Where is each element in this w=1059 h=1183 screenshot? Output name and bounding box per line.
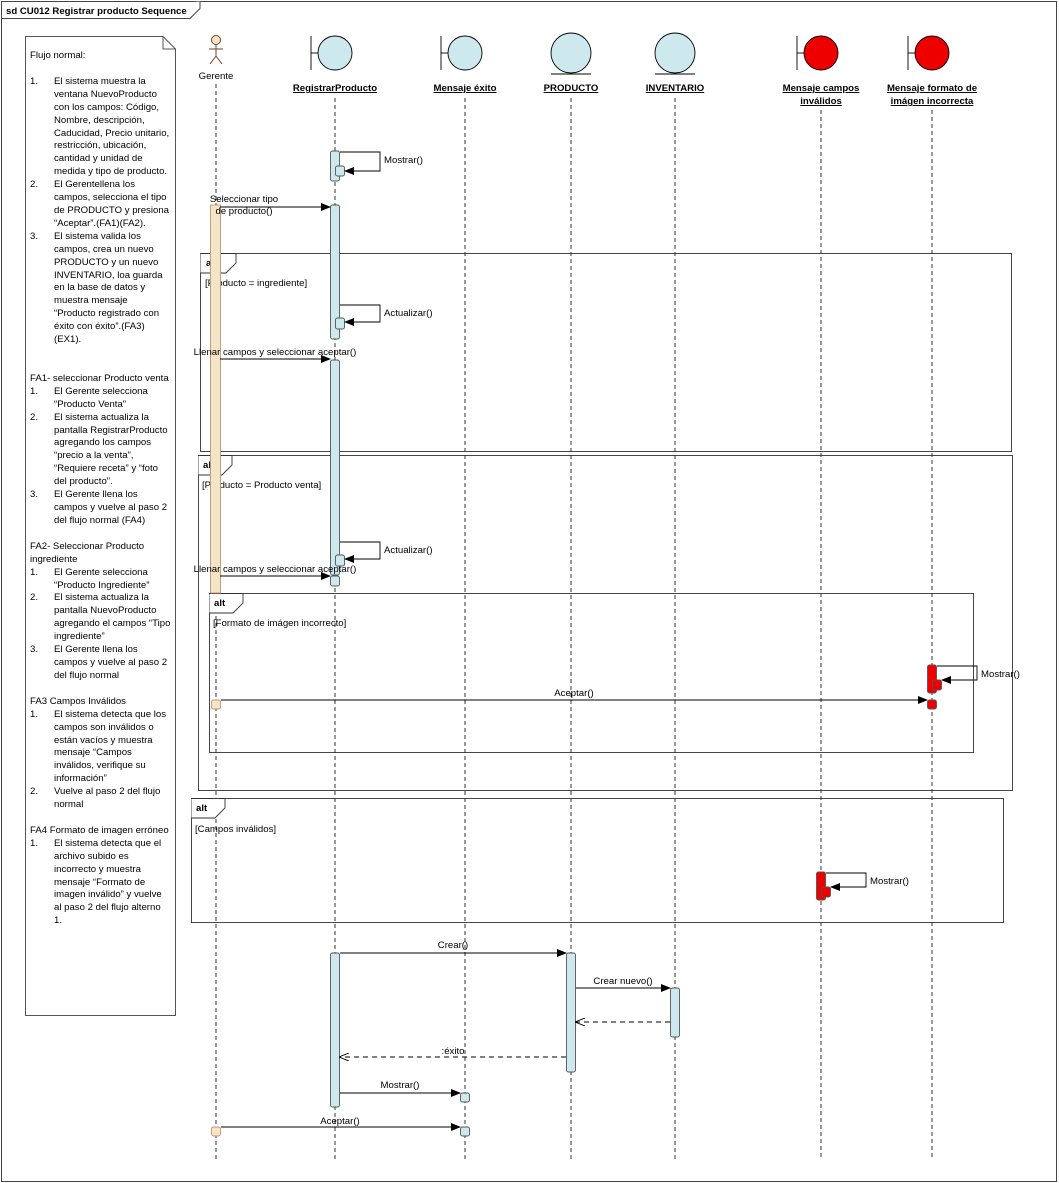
message-m10-label: Crear() [438, 940, 468, 951]
note-section-title: FA1- seleccionar Producto venta [30, 372, 169, 384]
note-step: 3.El sistema valida los campos, crea un … [30, 230, 163, 346]
activation-registrar-3 [330, 359, 340, 576]
campos-boundary-icon [796, 35, 839, 71]
message-m9-line [826, 872, 867, 891]
note-section-title: Flujo normal: [30, 50, 86, 61]
note-section-normal: Flujo normal: 1.El sistema muestra la ve… [30, 50, 171, 347]
lifeline-label-formato-2: imágen incorrecta [891, 96, 974, 107]
activation-exito-2 [460, 1126, 470, 1137]
message-m5-line [340, 541, 381, 563]
note-step: 3.El Gerente llena los campos y vuelve a… [30, 489, 168, 526]
fragment-alt3-guard: [Formato de imágen incorrecto] [213, 618, 346, 629]
message-m9-label: Mostrar() [870, 876, 909, 887]
frame-tab [1, 1, 201, 19]
lifeline-label-gerente: Gerente [199, 71, 234, 82]
activation-inventario-1 [670, 987, 680, 1038]
note-step: 2.Vuelve al paso 2 del flujo normal [30, 786, 161, 811]
fragment-alt4-tab [191, 798, 226, 819]
message-m15-label: Aceptar() [320, 1116, 359, 1127]
activation-producto-1 [566, 952, 576, 1073]
message-m1-label: Mostrar() [384, 155, 423, 166]
note-box [25, 36, 176, 1016]
fragment-alt3-operator: alt [214, 598, 226, 609]
activation-gerente-3 [211, 1126, 221, 1137]
note-step: 1.El sistema detecta que el archivo subi… [30, 837, 162, 927]
note-section-title: FA3 Campos Inválidos [30, 695, 126, 707]
fragment-alt2-guard: [Producto = Producto venta] [202, 480, 321, 491]
activation-gerente-2 [211, 699, 221, 710]
exito-boundary-icon [440, 35, 483, 71]
note-step: 1.El sistema muestra la ventana NuevoPro… [30, 75, 170, 178]
note-section-title: FA2- Seleccionar Producto ingrediente [30, 540, 145, 565]
fragment-alt1-guard: [Producto = ingrediente] [205, 278, 307, 289]
note-step: 3.El Gerente llena los campos y vuelve a… [30, 644, 168, 681]
activation-registrar-1b [335, 165, 345, 177]
message-m3-label: Actualizar() [384, 308, 433, 319]
fragment-alt3-tab [209, 593, 244, 614]
lifeline-label-campos-1: Mensaje campos [783, 83, 860, 94]
message-m5-label: Actualizar() [384, 545, 433, 556]
fragment-alt3 [209, 593, 974, 753]
activation-registrar-2 [330, 204, 340, 340]
activation-registrar-4 [330, 575, 340, 587]
fragment-alt2 [198, 455, 1013, 791]
activation-registrar-2b [335, 317, 345, 330]
message-m8-label: Aceptar() [554, 688, 593, 699]
note-section-fa3: FA3 Campos Inválidos 1.El sistema detect… [30, 696, 171, 812]
fragment-alt4-guard: [Campos inválidos] [195, 824, 276, 835]
note-section-fa1: FA1- seleccionar Producto venta 1.El Ger… [30, 373, 171, 528]
message-m1-line [340, 151, 381, 175]
note-section-fa4: FA4 Formato de imagen erróneo 1.El siste… [30, 825, 171, 928]
note-section-fa2: FA2- Seleccionar Producto ingrediente 1.… [30, 541, 171, 683]
message-m6-label: Llenar campos y seleccionar aceptar() [194, 564, 357, 575]
note-step: 2.El sistema actualiza la pantalla Regis… [30, 411, 168, 488]
frame-title: sd CU012 Registrar producto Sequence [6, 6, 187, 17]
message-m11-label: Crear nuevo() [593, 976, 652, 987]
activation-exito-1 [460, 1092, 470, 1103]
note-text: Flujo normal: 1.El sistema muestra la ve… [25, 36, 175, 1015]
lifeline-label-producto: PRODUCTO [544, 83, 599, 94]
note-step: 1.El sistema detecta que los campos son … [30, 708, 166, 785]
inventario-entity-icon [654, 32, 696, 75]
message-m14-label: Mostrar() [381, 1080, 420, 1091]
fragment-alt4-operator: alt [196, 803, 208, 814]
gerente-actor-icon [209, 35, 223, 65]
fragment-alt4 [191, 798, 1004, 923]
formato-boundary-icon [907, 35, 950, 71]
lifeline-label-exito: Mensaje éxito [434, 83, 497, 94]
note-section-title: FA4 Formato de imagen erróneo [30, 824, 169, 836]
fragment-alt1 [200, 253, 1012, 452]
activation-formato-2 [927, 699, 937, 710]
activation-campos-1b [821, 886, 831, 898]
message-m7-line [937, 665, 978, 684]
message-m4-label: Llenar campos y seleccionar aceptar() [194, 347, 357, 358]
lifeline-label-campos-2: inválidos [800, 96, 842, 107]
message-m7-label: Mostrar() [981, 669, 1020, 680]
message-m2-label-2: de producto() [215, 206, 272, 217]
activation-formato-1b [932, 679, 942, 691]
producto-entity-icon [550, 32, 592, 75]
message-m3-line [340, 304, 381, 326]
registrar-boundary-icon [310, 35, 353, 71]
note-fold [162, 36, 176, 50]
note-step: 1.El Gerente selecciona “Producto Ingred… [30, 566, 150, 591]
note-step: 2.El Gerentellena los campos, selecciona… [30, 179, 169, 229]
activation-registrar-5 [330, 952, 340, 1108]
lifeline-label-registrar: RegistrarProducto [293, 83, 377, 94]
activation-gerente-1 [210, 204, 221, 594]
note-step: 1.El Gerente selecciona “Producto Venta” [30, 385, 148, 410]
lifeline-label-formato-1: Mensaje formato de [887, 83, 977, 94]
fragment-alt2-operator: alt [203, 460, 215, 471]
message-m2-label-1: Seleccionar tipo [210, 194, 278, 205]
message-m13-label: :éxito [442, 1046, 465, 1057]
note-step: 2.El sistema actualiza la pantalla Nuevo… [30, 592, 171, 643]
lifeline-label-inventario: INVENTARIO [646, 83, 705, 94]
